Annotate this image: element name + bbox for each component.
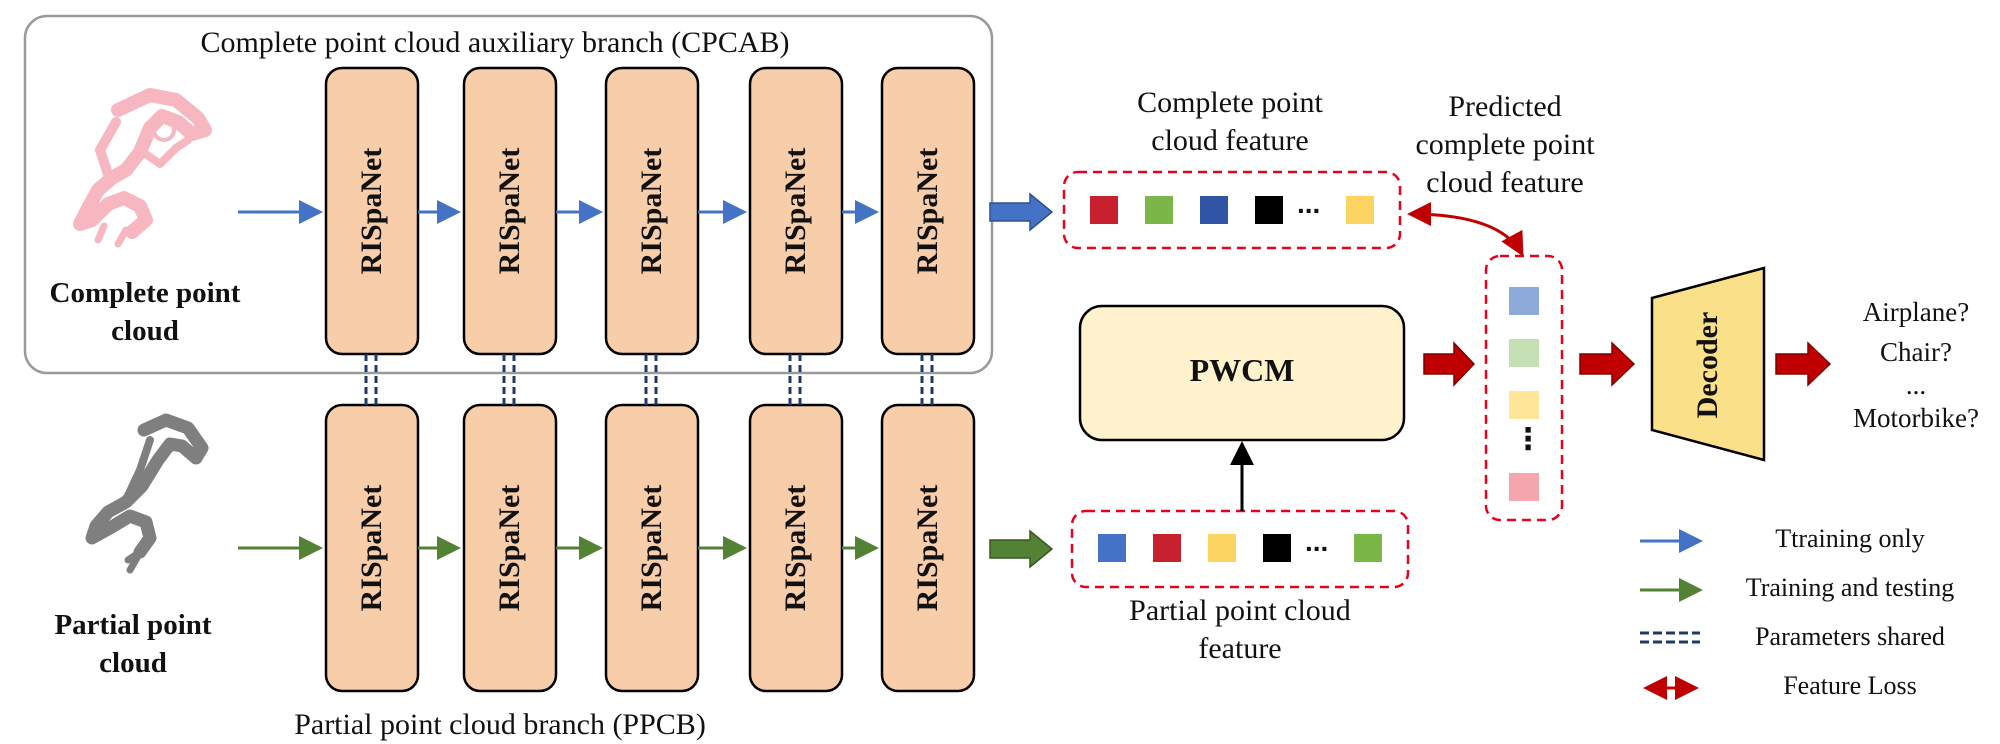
complete-feature-square-1 [1090,196,1118,224]
rispanet-label-bottom-4: RISpaNet [779,484,812,612]
rispanet-label-top-1: RISpaNet [355,147,388,275]
partial-feature-label-line-2: feature [1198,632,1282,665]
partial-feature-label: Partial point cloud feature [1080,592,1400,668]
rispanet-label-top-3: RISpaNet [635,147,668,275]
complete-feature-square-3 [1200,196,1228,224]
rispanet-label-bottom-2: RISpaNet [493,484,526,612]
complete-feature-ellipsis: ... [1297,188,1321,219]
complete-feature-square-2 [1145,196,1173,224]
output-motorbike: Motorbike? [1853,403,1979,433]
partial-feature-square-3 [1208,534,1236,562]
predicted-feature-box [1484,254,1564,522]
rispanet-label-top-2: RISpaNet [493,147,526,275]
pwcm-to-predicted-arrow [1423,341,1476,387]
complete-point-cloud-label-line-2: cloud [111,315,179,347]
output-chair: Chair? [1880,337,1952,367]
ppcb-blocks [324,403,976,693]
legend-icons [1640,529,1703,700]
feature-loss-arrow [1407,202,1524,257]
partial-feature-squares [1098,534,1382,562]
partial-point-cloud-image [85,413,209,574]
predicted-feature-ellipsis: ⋮ [1513,422,1543,457]
predicted-to-decoder-arrow [1579,341,1636,387]
complete-feature-box [1062,170,1402,250]
legend-label-feature-loss: Feature Loss [1783,671,1917,700]
complete-feature-label-line-1: Complete point [1137,86,1323,119]
partial-feature-box [1070,509,1410,589]
pwcm-label: PWCM [1189,352,1295,388]
output-labels: Airplane? Chair? ... Motorbike? [1836,292,1996,438]
partial-feature-square-2 [1153,534,1181,562]
complete-feature-square-5 [1346,196,1374,224]
rispanet-label-top-4: RISpaNet [779,147,812,275]
predicted-feature-label-line-3: cloud feature [1426,166,1584,199]
cpcab-container [23,14,994,375]
decoder-shape [1650,266,1766,462]
cpcab-blocks [324,66,976,356]
legend-label-training-only: Ttraining only [1775,524,1925,553]
rispanet-block-top-5 [880,66,976,356]
rispanet-label-top-5: RISpaNet [911,147,944,275]
rispanet-label-bottom-5: RISpaNet [911,484,944,612]
blue-block-arrow [989,192,1054,232]
legend-label-training-testing: Training and testing [1745,573,1955,602]
pwcm-box [1078,304,1406,442]
complete-point-cloud-label-line-1: Complete point [49,277,241,309]
predicted-feature-square-1 [1509,287,1539,315]
double-dash-icon [1640,631,1700,644]
rispanet-label-bottom-3: RISpaNet [635,484,668,612]
complete-feature-squares [1090,196,1374,224]
predicted-feature-label-line-2: complete point [1415,128,1595,161]
partial-feature-square-5 [1354,534,1382,562]
complete-feature-square-4 [1255,196,1283,224]
predicted-feature-squares [1509,287,1539,501]
output-ellipsis: ... [1905,370,1927,400]
decoder-to-output-arrow [1775,341,1832,387]
partial-feature-square-4 [1263,534,1291,562]
predicted-feature-label: Predicted complete point cloud feature [1380,88,1630,202]
green-block-arrow [989,529,1054,569]
legend-label-parameters-shared: Parameters shared [1755,622,1945,651]
partial-point-cloud-label-line-1: Partial point [54,609,212,641]
ppcb-title: Partial point cloud branch (PPCB) [294,708,706,741]
predicted-feature-square-2 [1509,339,1539,367]
predicted-feature-label-line-1: Predicted [1448,90,1562,123]
parameters-shared-links [364,354,934,405]
partial-feature-label-line-1: Partial point cloud [1129,594,1351,627]
predicted-feature-square-3 [1509,391,1539,419]
rispanet-label-bottom-1: RISpaNet [355,484,388,612]
complete-point-cloud-label: Complete point cloud [20,274,270,350]
rispanet-block-bottom-5 [880,403,976,693]
partial-feature-square-1 [1098,534,1126,562]
complete-feature-label-line-2: cloud feature [1151,124,1309,157]
partial-point-cloud-label: Partial point cloud [8,606,258,682]
partial-point-cloud-label-line-2: cloud [99,647,167,679]
predicted-feature-square-4 [1509,473,1539,501]
cpcab-title: Complete point cloud auxiliary branch (C… [200,26,790,59]
output-airplane: Airplane? [1862,297,1970,327]
complete-point-cloud-image [73,88,212,248]
decoder-label: Decoder [1691,311,1724,419]
complete-feature-label: Complete point cloud feature [1080,84,1380,160]
partial-feature-ellipsis: ... [1305,526,1329,557]
